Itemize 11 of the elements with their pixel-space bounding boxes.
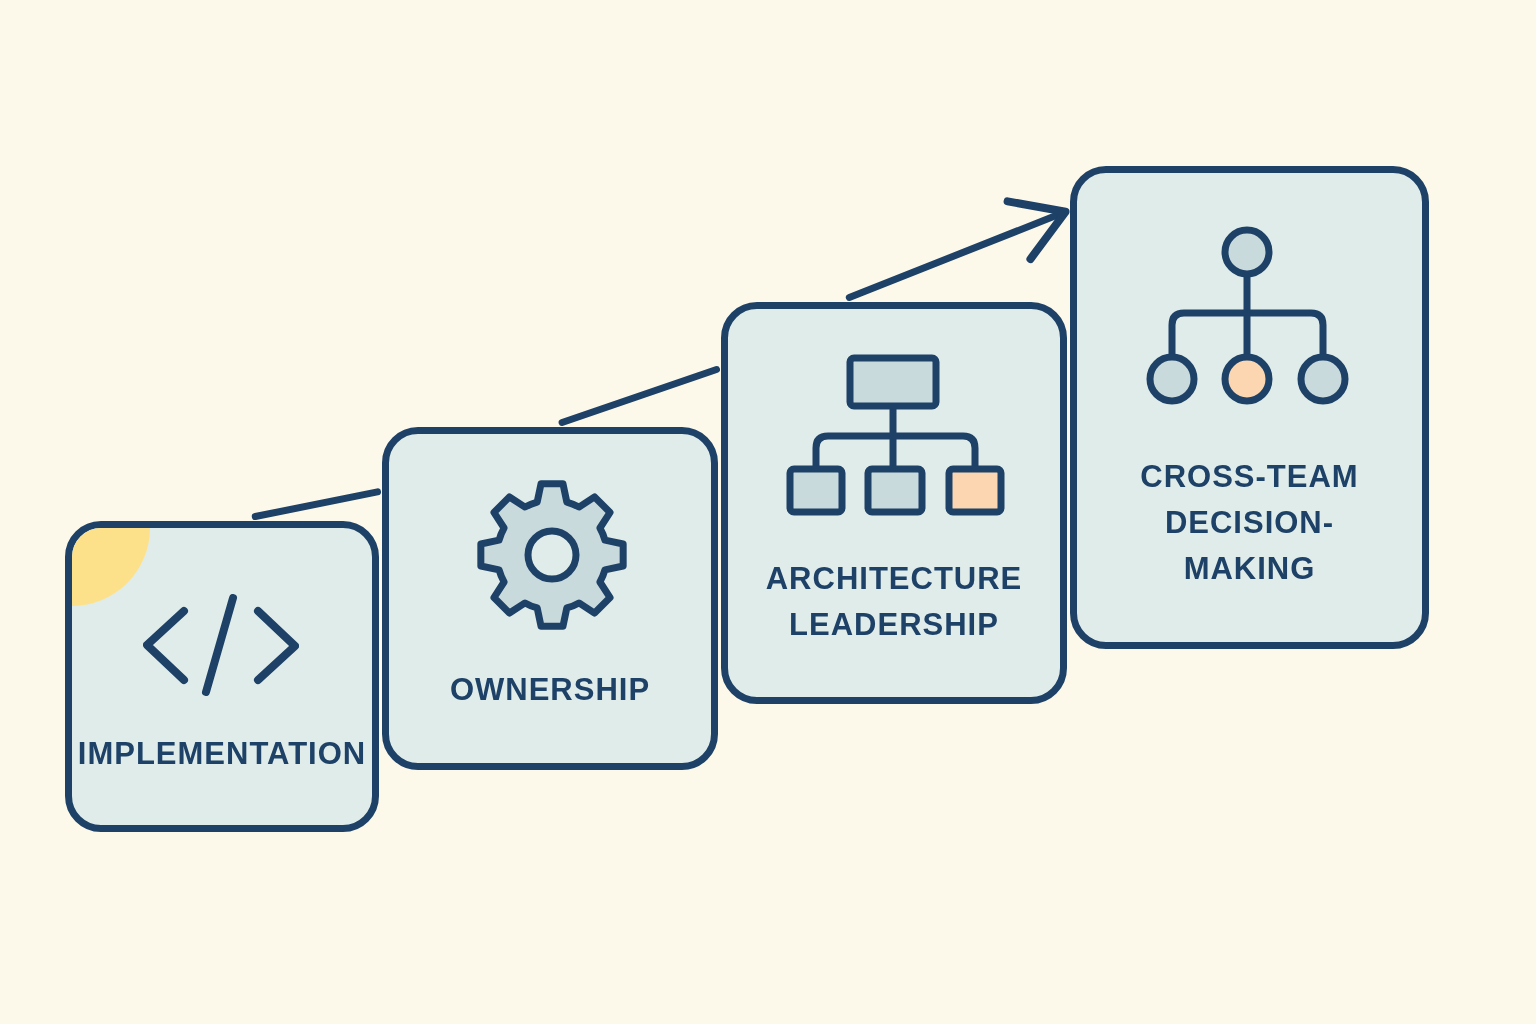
step-card: [1070, 166, 1429, 649]
connector-line: [251, 488, 381, 520]
step-card: [382, 427, 718, 770]
connector-line: [558, 366, 720, 426]
step-label: OWNERSHIP: [449, 671, 651, 709]
step-card: [65, 521, 379, 832]
step-label: ARCHITECTURE LEADERSHIP: [764, 560, 1024, 644]
arrow: [845, 197, 1070, 301]
step-card: [721, 302, 1067, 704]
step-label: CROSS-TEAM DECISION-MAKING: [1139, 458, 1360, 588]
step-label: IMPLEMENTATION: [77, 735, 367, 773]
